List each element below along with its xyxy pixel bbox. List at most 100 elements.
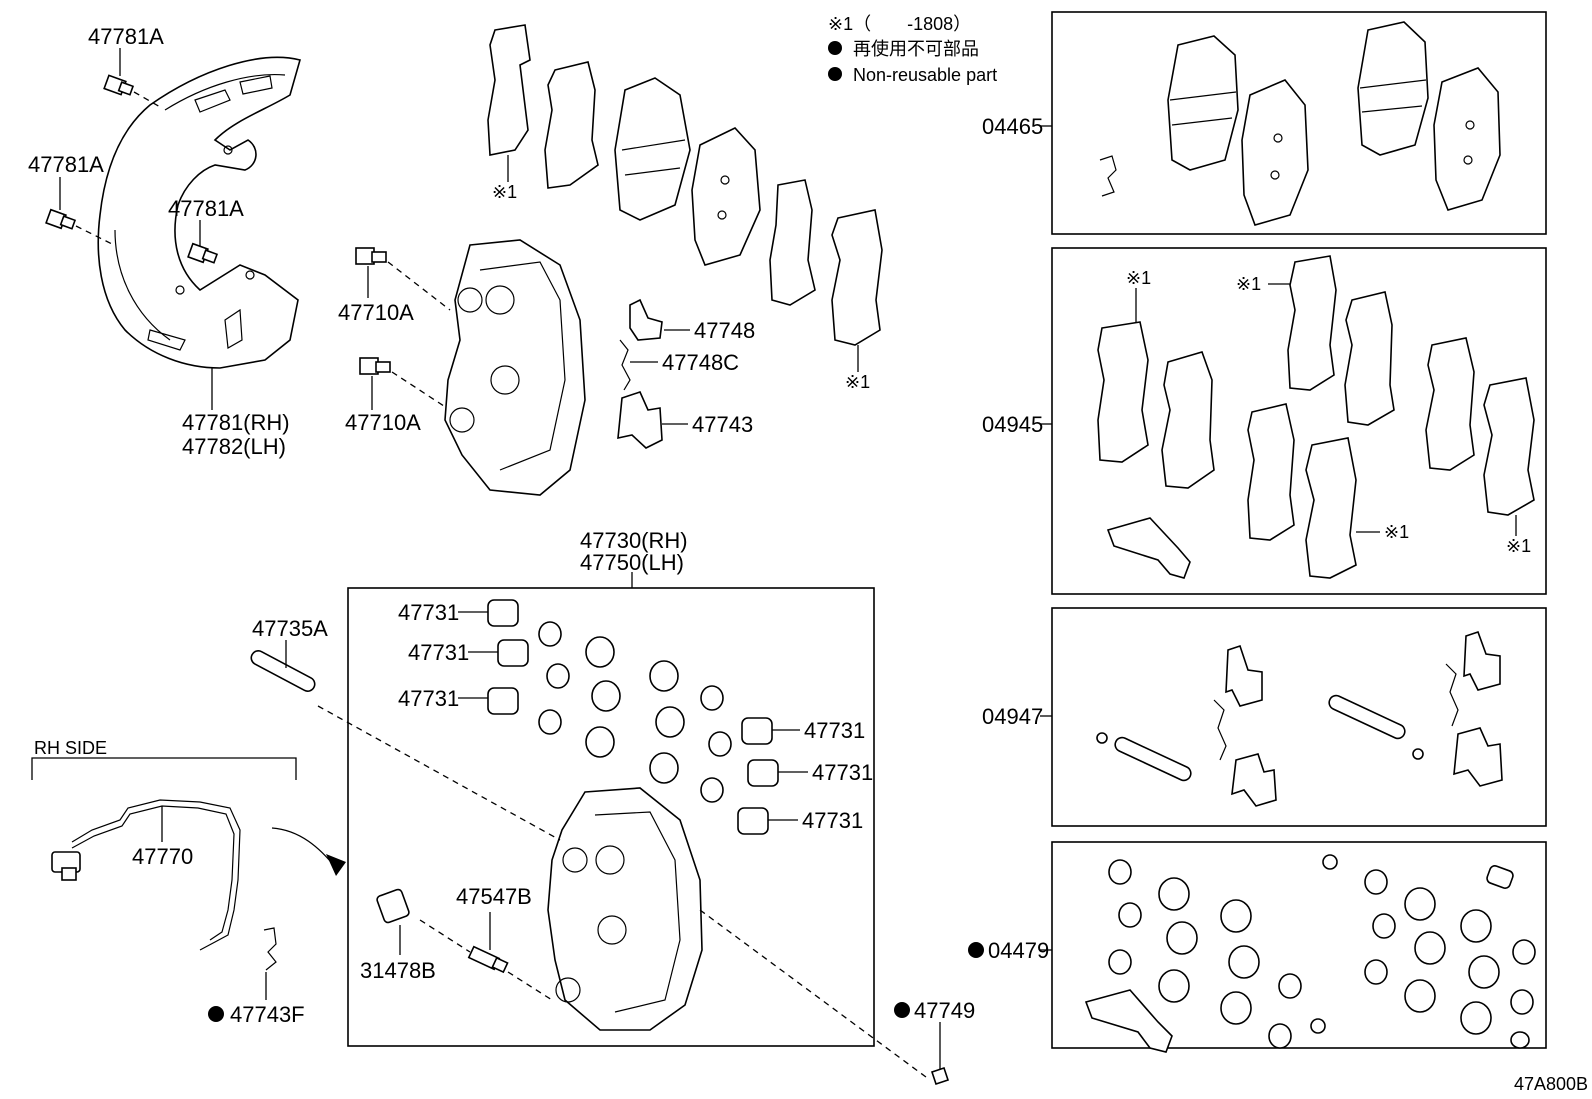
clip-part[interactable] [1445, 663, 1459, 727]
brake-pad-part[interactable] [691, 127, 761, 266]
seal-part[interactable] [1158, 969, 1190, 1003]
seal-part[interactable] [1228, 945, 1260, 979]
clip-part[interactable] [1453, 727, 1503, 787]
shim-part[interactable] [1161, 351, 1215, 489]
seal-part[interactable] [538, 621, 562, 647]
dust-shield-part[interactable] [97, 56, 301, 369]
clip-47743f-part[interactable] [263, 927, 277, 971]
clip-47749-part[interactable] [930, 1066, 950, 1086]
seal-part[interactable] [1364, 869, 1388, 895]
shim-part[interactable] [1287, 255, 1337, 391]
caliper-bracket-part[interactable] [444, 239, 586, 496]
grease-tube-part[interactable] [1106, 517, 1191, 579]
seal-part[interactable] [1108, 859, 1132, 885]
shim-part[interactable] [544, 61, 599, 189]
seal-part[interactable] [1372, 913, 1396, 939]
seal-part[interactable] [655, 706, 685, 738]
shim-part[interactable] [1344, 291, 1395, 426]
seal-part[interactable] [1166, 921, 1198, 955]
label-47748: 47748 [694, 318, 755, 343]
clip-47748c-part[interactable] [619, 339, 631, 391]
seal-part[interactable] [649, 660, 679, 692]
bushing-part[interactable] [1486, 864, 1515, 889]
shim-part[interactable] [1425, 337, 1475, 471]
clip-part[interactable] [1463, 630, 1501, 691]
clip-part[interactable] [1310, 1018, 1326, 1034]
brake-pad-part[interactable] [1167, 35, 1239, 171]
seal-part[interactable] [538, 709, 562, 735]
seal-part[interactable] [700, 685, 724, 711]
clip-47743-part[interactable] [617, 391, 663, 449]
piston-47731[interactable] [497, 639, 529, 667]
seal-part[interactable] [585, 636, 615, 668]
label-47710a: 47710A [338, 300, 414, 325]
clip-part[interactable] [1231, 753, 1277, 807]
brake-pad-part[interactable] [1357, 21, 1429, 156]
brake-pad-part[interactable] [1433, 67, 1501, 211]
seal-part[interactable] [1512, 939, 1536, 965]
seal-part[interactable] [1158, 877, 1190, 911]
caliper-body-part[interactable] [547, 787, 703, 1031]
seal-part[interactable] [591, 680, 621, 712]
seal-part[interactable] [585, 726, 615, 758]
shim-part[interactable] [831, 209, 883, 346]
non-reusable-bullet-icon [828, 67, 842, 81]
seal-part[interactable] [1460, 1001, 1492, 1035]
seal-part[interactable] [708, 731, 732, 757]
non-reusable-bullet-icon [208, 1006, 224, 1022]
seal-part[interactable] [1364, 959, 1388, 985]
label-47748c: 47748C [662, 350, 739, 375]
bolt-47781a-top[interactable] [103, 74, 135, 96]
clip-part[interactable] [1412, 748, 1424, 760]
pin-47735a-part[interactable] [249, 648, 317, 693]
bolt-47781a-lower[interactable] [187, 242, 219, 264]
piston-47731[interactable] [487, 687, 519, 715]
pin-part[interactable] [1113, 735, 1193, 782]
piston-47731[interactable] [747, 759, 779, 787]
bolt-47710a-upper[interactable] [355, 247, 387, 265]
shim-part[interactable] [1305, 437, 1357, 579]
clip-part[interactable] [1213, 699, 1227, 761]
shim-part[interactable] [487, 24, 531, 156]
clip-part[interactable] [1096, 732, 1108, 744]
seal-part[interactable] [1268, 1023, 1292, 1049]
piston-47731[interactable] [737, 807, 769, 835]
brake-pad-part[interactable] [614, 77, 691, 221]
clip-part[interactable] [1225, 644, 1263, 707]
seal-part[interactable] [1404, 887, 1436, 921]
seal-part[interactable] [1468, 955, 1500, 989]
bleeder-47547b[interactable] [467, 945, 509, 974]
piston-47731[interactable] [487, 599, 519, 627]
seal-part[interactable] [1414, 931, 1446, 965]
label-47770: 47770 [132, 844, 193, 869]
note-mark: ※1 [845, 372, 870, 392]
legend: ※1（ -1808） 再使用不可部品 Non-reusable part [828, 14, 997, 85]
seal-part[interactable] [1220, 899, 1252, 933]
brake-pad-part[interactable] [1241, 79, 1309, 226]
seal-part[interactable] [1278, 973, 1302, 999]
clip-part[interactable] [1322, 854, 1338, 870]
clip-part[interactable] [1099, 155, 1117, 197]
pin-part[interactable] [1327, 693, 1407, 740]
bolt-47710a-lower[interactable] [359, 357, 391, 375]
seal-part[interactable] [546, 663, 570, 689]
seal-part[interactable] [1510, 989, 1534, 1015]
seal-part[interactable] [1118, 902, 1142, 928]
bolt-47781a-mid[interactable] [45, 208, 77, 230]
shim-part[interactable] [1247, 403, 1295, 541]
seal-part[interactable] [649, 752, 679, 784]
shim-part[interactable] [769, 179, 816, 306]
seal-part[interactable] [1108, 949, 1132, 975]
shim-part[interactable] [1483, 377, 1535, 516]
piston-47731[interactable] [741, 717, 773, 745]
wear-sensor-47770-part[interactable] [71, 799, 241, 951]
seal-part[interactable] [1220, 991, 1252, 1025]
shim-part[interactable] [1097, 321, 1149, 463]
grease-tube-part[interactable] [1084, 989, 1173, 1053]
seal-part[interactable] [1510, 1031, 1530, 1049]
seal-part[interactable] [700, 777, 724, 803]
clip-47748-part[interactable] [629, 298, 663, 341]
seal-part[interactable] [1460, 909, 1492, 943]
bushing-31478b[interactable] [376, 888, 410, 924]
seal-part[interactable] [1404, 979, 1436, 1013]
